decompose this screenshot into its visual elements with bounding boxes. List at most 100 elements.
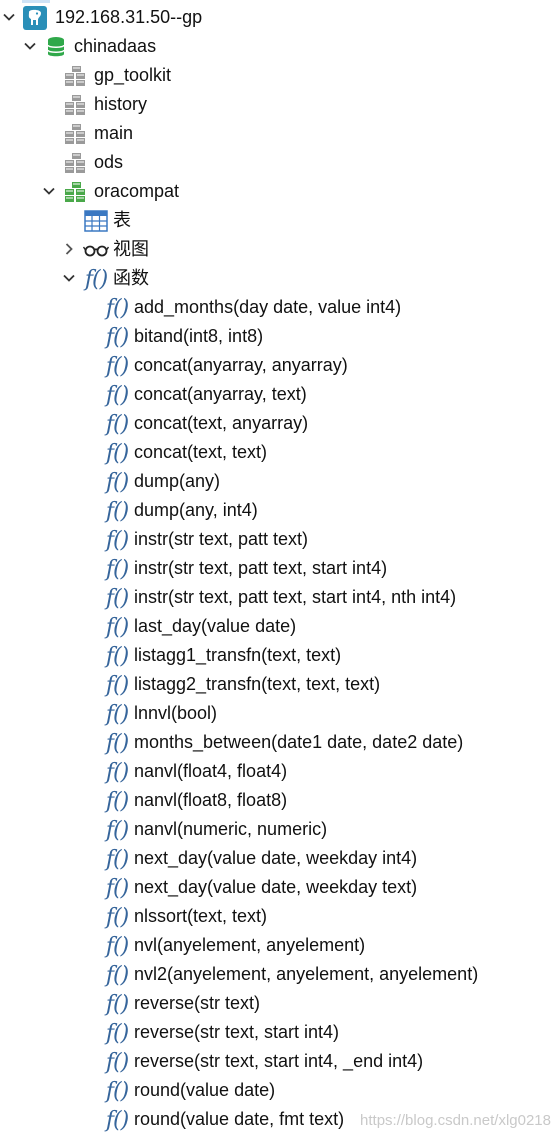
function-icon: f() xyxy=(105,991,129,1017)
tree-node-tables[interactable]: 表 xyxy=(0,206,559,235)
function-label: dump(any) xyxy=(134,471,221,491)
function-item[interactable]: f()listagg2_transfn(text, text, text) xyxy=(0,670,559,699)
function-label: add_months(day date, value int4) xyxy=(134,297,402,317)
schema-icon xyxy=(63,63,89,89)
database-icon xyxy=(43,34,69,60)
connection-label: 192.168.31.50--gp xyxy=(55,7,203,27)
function-item[interactable]: f()add_months(day date, value int4) xyxy=(0,293,559,322)
chevron-down-icon[interactable] xyxy=(24,40,36,52)
function-item[interactable]: f()reverse(str text) xyxy=(0,989,559,1018)
function-label: concat(anyarray, text) xyxy=(134,384,307,404)
function-label: nanvl(numeric, numeric) xyxy=(134,819,328,839)
function-icon: f() xyxy=(105,353,129,379)
function-item[interactable]: f()concat(text, anyarray) xyxy=(0,409,559,438)
function-label: nlssort(text, text) xyxy=(134,906,268,926)
function-icon: f() xyxy=(105,614,129,640)
function-icon: f() xyxy=(105,527,129,553)
chevron-right-icon[interactable] xyxy=(63,243,75,255)
chevron-down-icon[interactable] xyxy=(3,11,15,23)
tree-node-schema[interactable]: history xyxy=(0,90,559,119)
function-label: concat(text, text) xyxy=(134,442,268,462)
function-icon: f() xyxy=(105,1107,129,1133)
function-item[interactable]: f()concat(anyarray, anyarray) xyxy=(0,351,559,380)
tree-node-schema[interactable]: gp_toolkit xyxy=(0,61,559,90)
function-item[interactable]: f()listagg1_transfn(text, text) xyxy=(0,641,559,670)
glasses-icon xyxy=(83,237,109,263)
function-label: lnnvl(bool) xyxy=(134,703,218,723)
tree-node-functions[interactable]: f() 函数 xyxy=(0,264,559,293)
function-label: next_day(value date, weekday int4) xyxy=(134,848,418,868)
function-icon: f() xyxy=(105,411,129,437)
tree-node-database[interactable]: chinadaas xyxy=(0,32,559,61)
function-item[interactable]: f()reverse(str text, start int4) xyxy=(0,1018,559,1047)
function-item[interactable]: f()concat(text, text) xyxy=(0,438,559,467)
function-icon: f() xyxy=(105,382,129,408)
function-icon: f() xyxy=(105,672,129,698)
function-item[interactable]: f()nanvl(float8, float8) xyxy=(0,786,559,815)
function-icon: f() xyxy=(105,962,129,988)
function-item[interactable]: f()dump(any, int4) xyxy=(0,496,559,525)
function-item[interactable]: f()instr(str text, patt text, start int4… xyxy=(0,554,559,583)
function-icon: f() xyxy=(105,1078,129,1104)
function-label: round(value date, fmt text) xyxy=(134,1109,345,1129)
function-label: nvl(anyelement, anyelement) xyxy=(134,935,366,955)
function-icon: f() xyxy=(84,266,108,292)
function-icon: f() xyxy=(105,933,129,959)
function-label: dump(any, int4) xyxy=(134,500,258,520)
function-label: last_day(value date) xyxy=(134,616,297,636)
schema-icon xyxy=(63,92,89,118)
function-item[interactable]: f()bitand(int8, int8) xyxy=(0,322,559,351)
function-icon: f() xyxy=(105,643,129,669)
function-icon: f() xyxy=(105,846,129,872)
functions-label: 函数 xyxy=(113,268,149,288)
function-icon: f() xyxy=(105,904,129,930)
function-item[interactable]: f()nlssort(text, text) xyxy=(0,902,559,931)
postgres-elephant-icon xyxy=(22,5,48,31)
function-label: bitand(int8, int8) xyxy=(134,326,264,346)
function-icon: f() xyxy=(105,1020,129,1046)
chevron-down-icon[interactable] xyxy=(43,185,55,197)
watermark: https://blog.csdn.net/xlg0218 xyxy=(360,1112,551,1129)
function-label: instr(str text, patt text, start int4, n… xyxy=(134,587,457,607)
function-label: nanvl(float8, float8) xyxy=(134,790,288,810)
chevron-down-icon[interactable] xyxy=(63,272,75,284)
tree-node-views[interactable]: 视图 xyxy=(0,235,559,264)
function-label: reverse(str text) xyxy=(134,993,261,1013)
function-item[interactable]: f()nanvl(float4, float4) xyxy=(0,757,559,786)
function-label: reverse(str text, start int4) xyxy=(134,1022,340,1042)
function-label: instr(str text, patt text) xyxy=(134,529,309,549)
function-item[interactable]: f()next_day(value date, weekday int4) xyxy=(0,844,559,873)
function-item[interactable]: f()next_day(value date, weekday text) xyxy=(0,873,559,902)
function-item[interactable]: f()last_day(value date) xyxy=(0,612,559,641)
function-item[interactable]: f()dump(any) xyxy=(0,467,559,496)
function-item[interactable]: f()months_between(date1 date, date2 date… xyxy=(0,728,559,757)
schema-label: oracompat xyxy=(94,181,180,201)
function-item[interactable]: f()nanvl(numeric, numeric) xyxy=(0,815,559,844)
function-icon: f() xyxy=(105,1049,129,1075)
function-icon: f() xyxy=(105,440,129,466)
function-icon: f() xyxy=(105,701,129,727)
function-item[interactable]: f()round(value date) xyxy=(0,1076,559,1105)
tree-node-schema[interactable]: main xyxy=(0,119,559,148)
function-item[interactable]: f()instr(str text, patt text, start int4… xyxy=(0,583,559,612)
schema-icon xyxy=(63,150,89,176)
function-item[interactable]: f()nvl2(anyelement, anyelement, anyeleme… xyxy=(0,960,559,989)
function-label: concat(text, anyarray) xyxy=(134,413,309,433)
tables-label: 表 xyxy=(113,210,131,230)
function-item[interactable]: f()round(value date, fmt text) xyxy=(0,1105,559,1134)
function-label: nanvl(float4, float4) xyxy=(134,761,288,781)
function-item[interactable]: f()lnnvl(bool) xyxy=(0,699,559,728)
function-icon: f() xyxy=(105,817,129,843)
function-icon: f() xyxy=(105,759,129,785)
tree-node-schema[interactable]: ods xyxy=(0,148,559,177)
function-label: listagg1_transfn(text, text) xyxy=(134,645,342,665)
function-item[interactable]: f()reverse(str text, start int4, _end in… xyxy=(0,1047,559,1076)
tree-node-schema[interactable]: oracompat xyxy=(0,177,559,206)
function-item[interactable]: f()nvl(anyelement, anyelement) xyxy=(0,931,559,960)
function-label: nvl2(anyelement, anyelement, anyelement) xyxy=(134,964,479,984)
function-item[interactable]: f()concat(anyarray, text) xyxy=(0,380,559,409)
tree-node-connection[interactable]: 192.168.31.50--gp xyxy=(0,3,559,32)
function-item[interactable]: f()instr(str text, patt text) xyxy=(0,525,559,554)
schema-label: history xyxy=(94,94,148,114)
function-icon: f() xyxy=(105,556,129,582)
